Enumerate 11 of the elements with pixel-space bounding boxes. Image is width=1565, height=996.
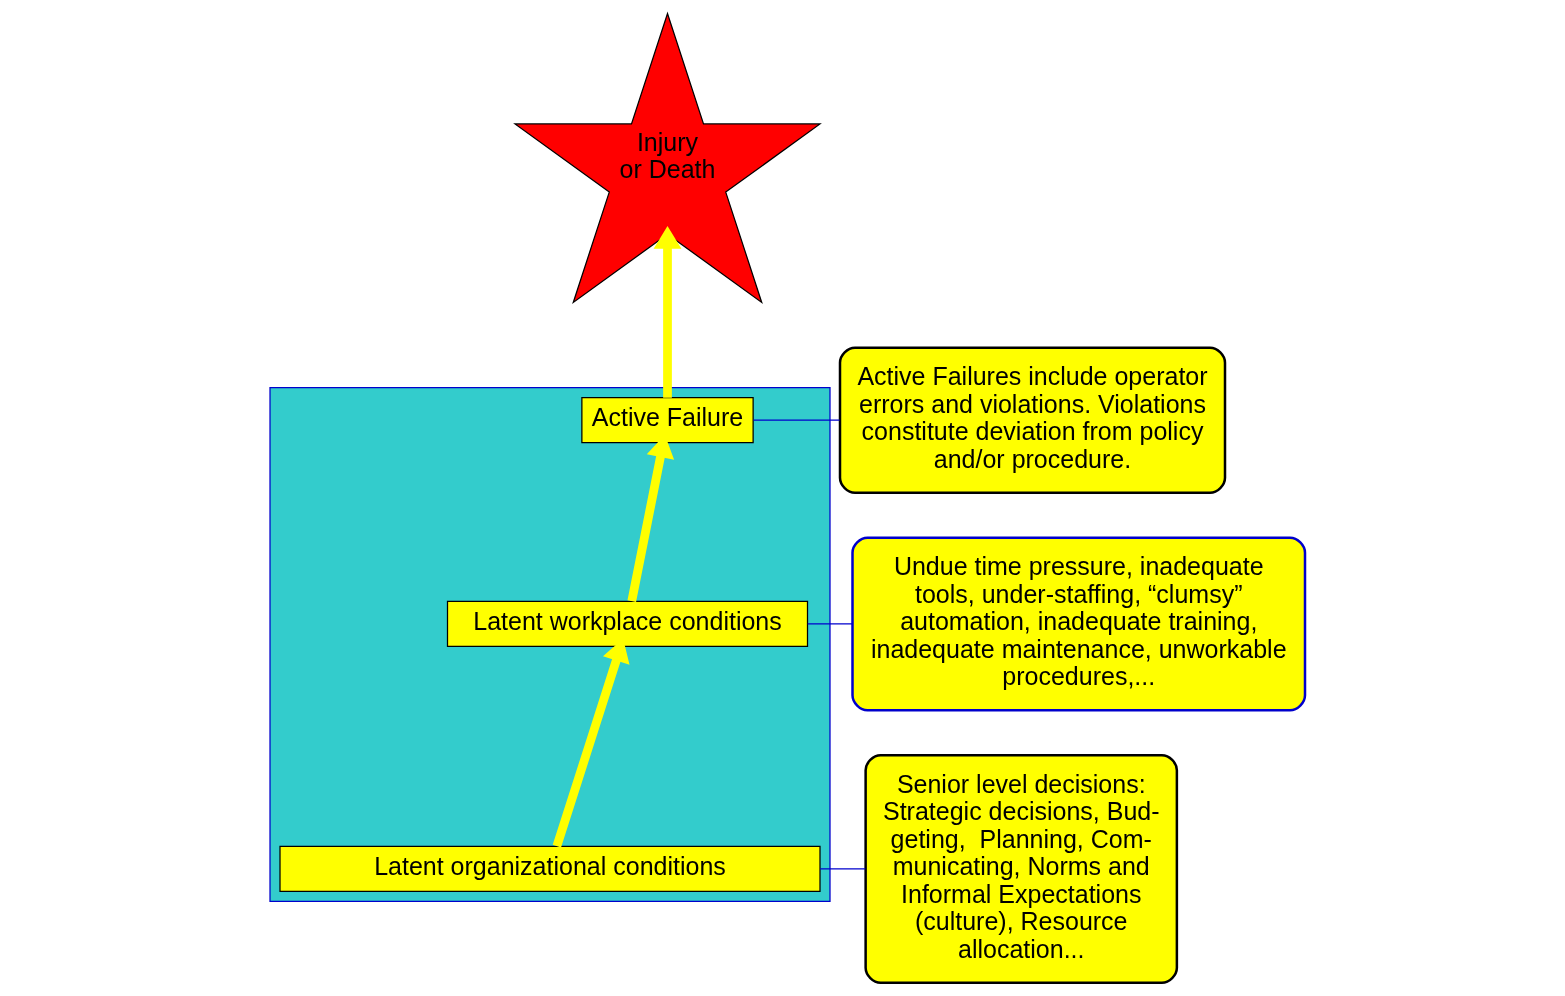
connector [752,419,841,421]
node-box: Latent workplace conditions [446,600,809,648]
node-box: Active Failure [581,397,754,444]
node-box: Undue time pressure, inadequate tools, under-staffing, “clumsy” automation, inadequate training, inadequate maintenance, unworkable procedures,... [851,536,1307,712]
node-box: Senior level decisions: Strategic decisions, Bud-geting, Planning, Com-municating, Norms and Informal Expectations (culture), Resource allocation... [864,753,1179,984]
cluster [269,387,831,903]
connector [819,868,866,870]
node-box: Latent organizational conditions [279,845,821,893]
arrow [653,226,682,398]
node-box: Active Failures include operator errors and violations. Violations constitute deviation from policy and/or procedure. [838,346,1227,494]
connector [807,623,853,625]
